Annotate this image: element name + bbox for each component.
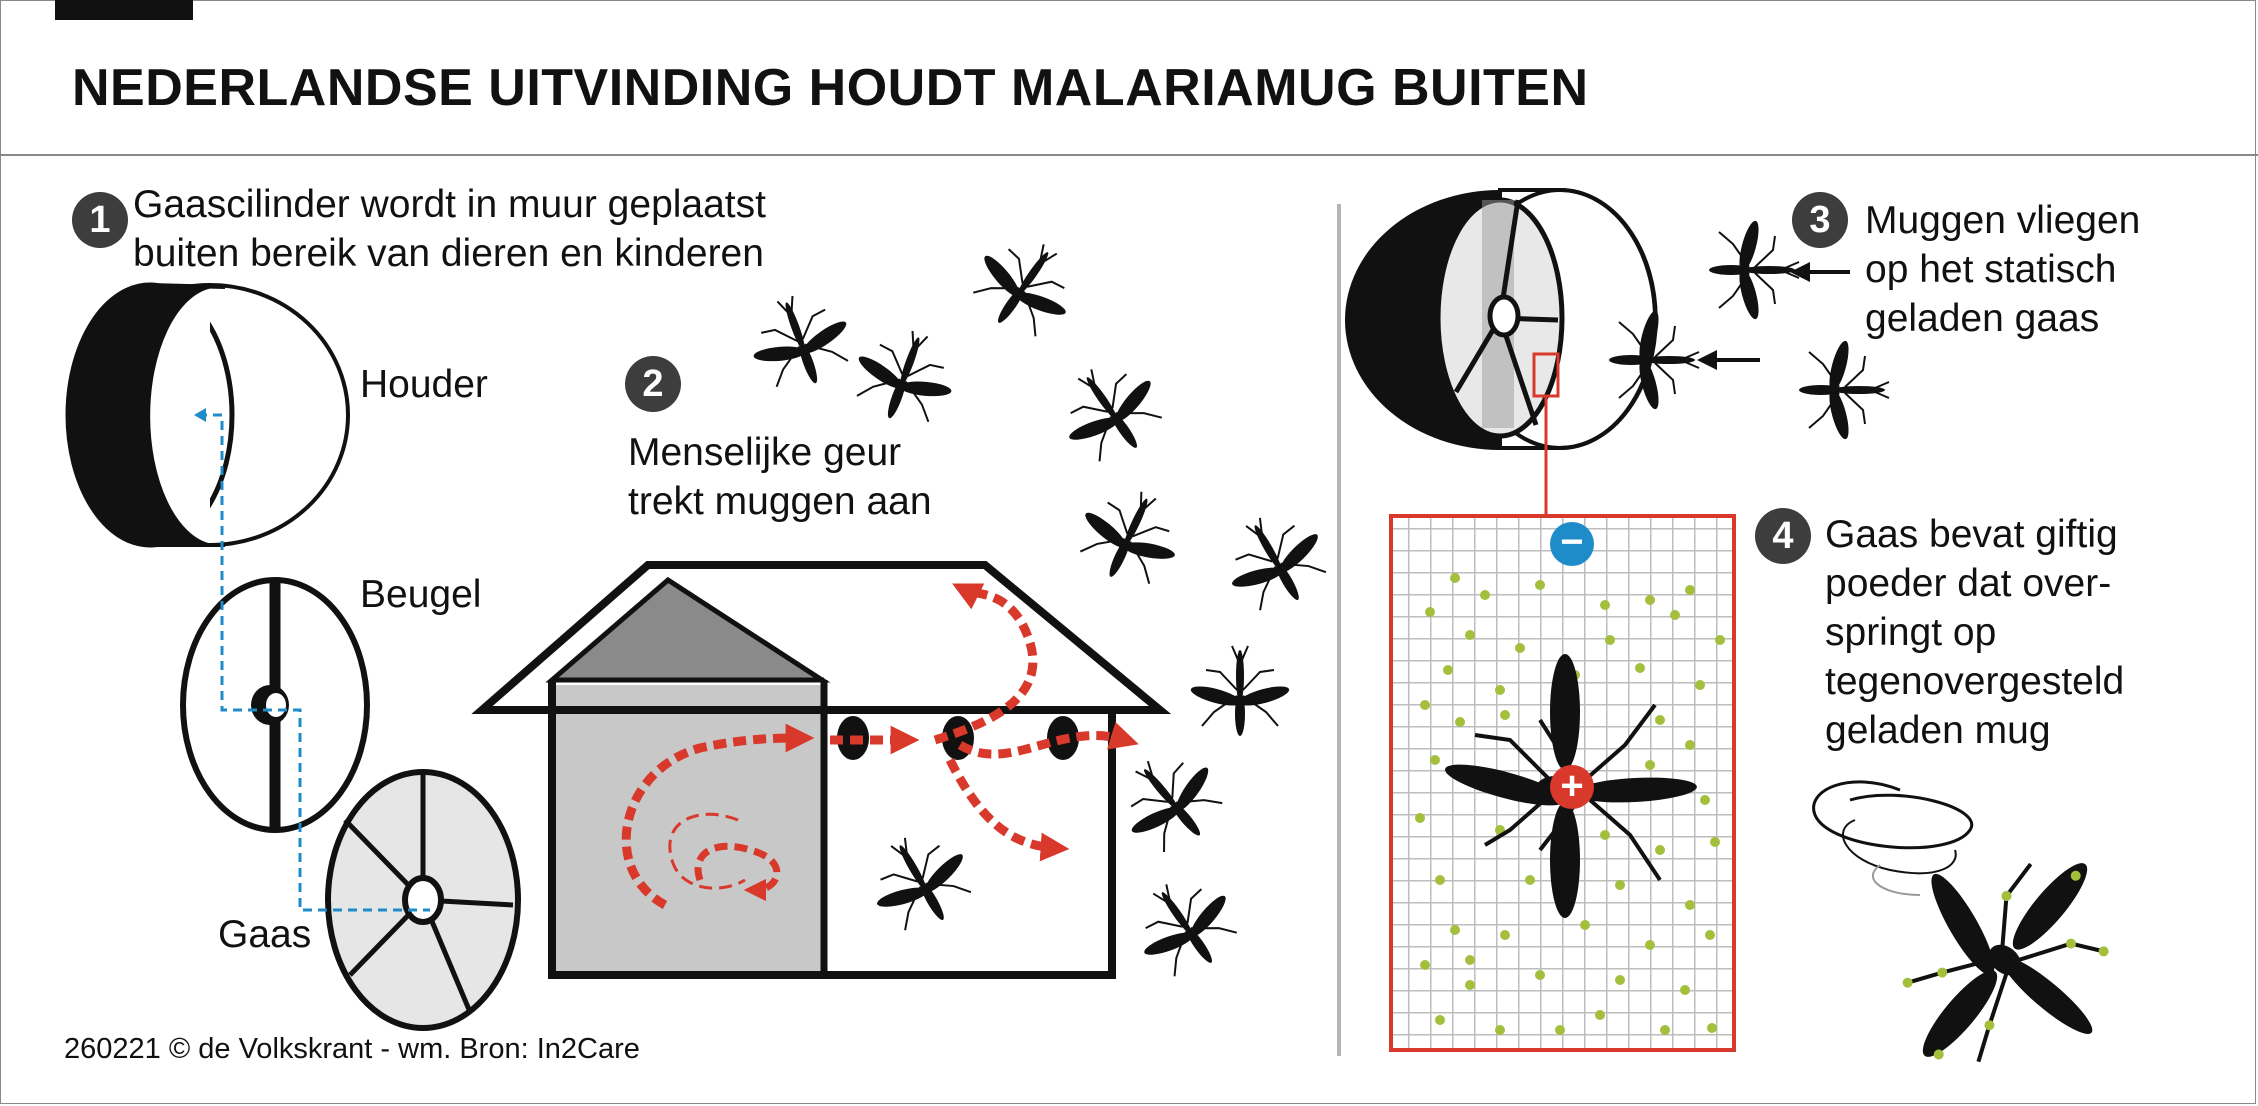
step-4-badge: 4 [1755, 508, 1811, 564]
minus-charge-icon: − [1550, 522, 1594, 566]
step-3-line-3: geladen gaas [1865, 297, 2100, 340]
scent-arrows [621, 583, 1139, 909]
label-houder: Houder [360, 363, 488, 406]
step-1-line-2: buiten bereik van dieren en kinderen [133, 232, 764, 275]
step-4-line-4: tegenovergesteld [1825, 660, 2125, 703]
step-1-badge: 1 [72, 192, 128, 248]
plus-charge-icon: + [1550, 765, 1594, 809]
dying-mosquito [1902, 862, 2109, 1063]
house [471, 561, 1172, 979]
step-4-line-5: geladen mug [1825, 709, 2051, 752]
assembly-arrow-head [194, 408, 206, 422]
top-accent-bar [55, 0, 193, 20]
step-3-line-1: Muggen vliegen [1865, 199, 2141, 242]
assembly-dashed-line [198, 413, 430, 912]
spiral-icon [1812, 780, 1974, 896]
cylinder-top-right [1345, 188, 1658, 516]
label-gaas: Gaas [218, 913, 312, 956]
step-2-badge: 2 [625, 356, 681, 412]
houder-cylinder [65, 282, 350, 548]
step-3-badge: 3 [1792, 192, 1848, 248]
step-1-line-1: Gaascilinder wordt in muur geplaatst [133, 183, 766, 226]
step-3-line-2: op het statisch [1865, 248, 2117, 291]
title-rule [0, 154, 2258, 156]
step-2-line-2: trekt muggen aan [628, 480, 932, 523]
step-4-line-3: springt op [1825, 611, 1997, 654]
page-title: NEDERLANDSE UITVINDING HOUDT MALARIAMUG … [72, 59, 1589, 117]
step-4-line-2: poeder dat over- [1825, 562, 2112, 605]
section-divider [1337, 204, 1341, 1056]
step-2-line-1: Menselijke geur [628, 431, 902, 474]
step-4-line-1: Gaas bevat giftig [1825, 513, 2118, 556]
credit-line: 260221 © de Volkskrant - wm. Bron: In2Ca… [64, 1033, 640, 1065]
beugel-ring [180, 577, 370, 833]
gaas-disc [325, 769, 521, 1031]
label-beugel: Beugel [360, 573, 482, 616]
